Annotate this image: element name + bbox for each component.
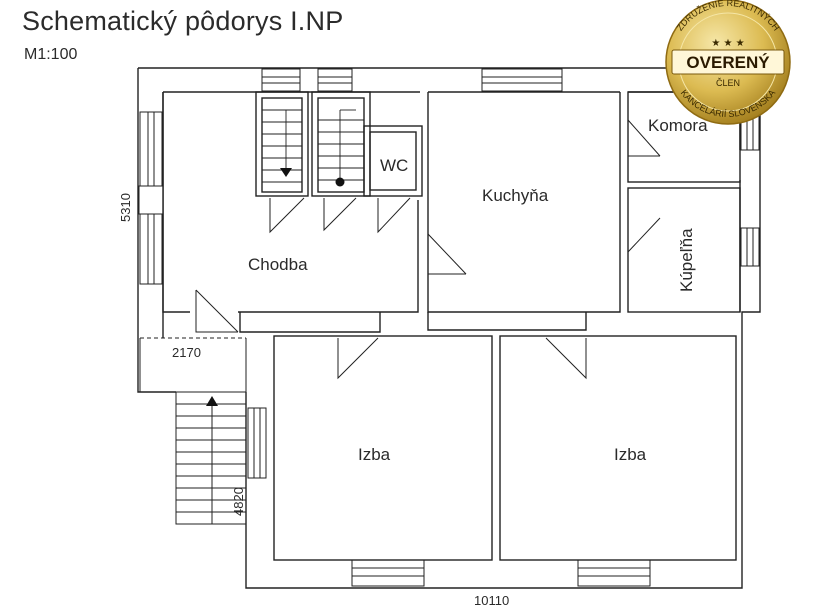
dimension-width-total: 10110	[474, 593, 509, 608]
room-walls	[162, 91, 741, 561]
dimension-width-small: 2170	[172, 345, 201, 360]
plan-scale: M1:100	[24, 46, 78, 63]
stair-treads	[262, 109, 364, 183]
plan-title: Schematický pôdorys I.NP	[22, 6, 344, 36]
entrance-arrow-up-icon	[206, 396, 218, 406]
seal-member-text: ČLEN	[716, 78, 740, 88]
room-label-izba-right: Izba	[614, 445, 647, 464]
seal-stars-icon: ★ ★ ★	[711, 38, 744, 49]
room-label-chodba: Chodba	[248, 255, 308, 274]
room-label-wc: WC	[380, 156, 408, 175]
door-swings	[195, 119, 661, 380]
stair-arrow-down-icon	[280, 168, 292, 177]
seal-main-text: OVERENÝ	[686, 53, 770, 72]
windows	[138, 68, 760, 587]
room-label-komora: Komora	[648, 116, 708, 135]
room-label-kupelna: Kúpeľňa	[677, 228, 696, 292]
dimension-height-upper: 5310	[118, 193, 133, 222]
room-label-kuchyna: Kuchyňa	[482, 186, 549, 205]
dimension-height-lower: 4820	[231, 487, 246, 516]
entrance-steps	[139, 337, 247, 525]
stair-dot-icon	[335, 177, 345, 187]
room-label-izba-left: Izba	[358, 445, 391, 464]
verified-member-seal: ZDRUŽENIE REALITNÝCH KANCELÁRIÍ SLOVENSK…	[665, 0, 791, 125]
